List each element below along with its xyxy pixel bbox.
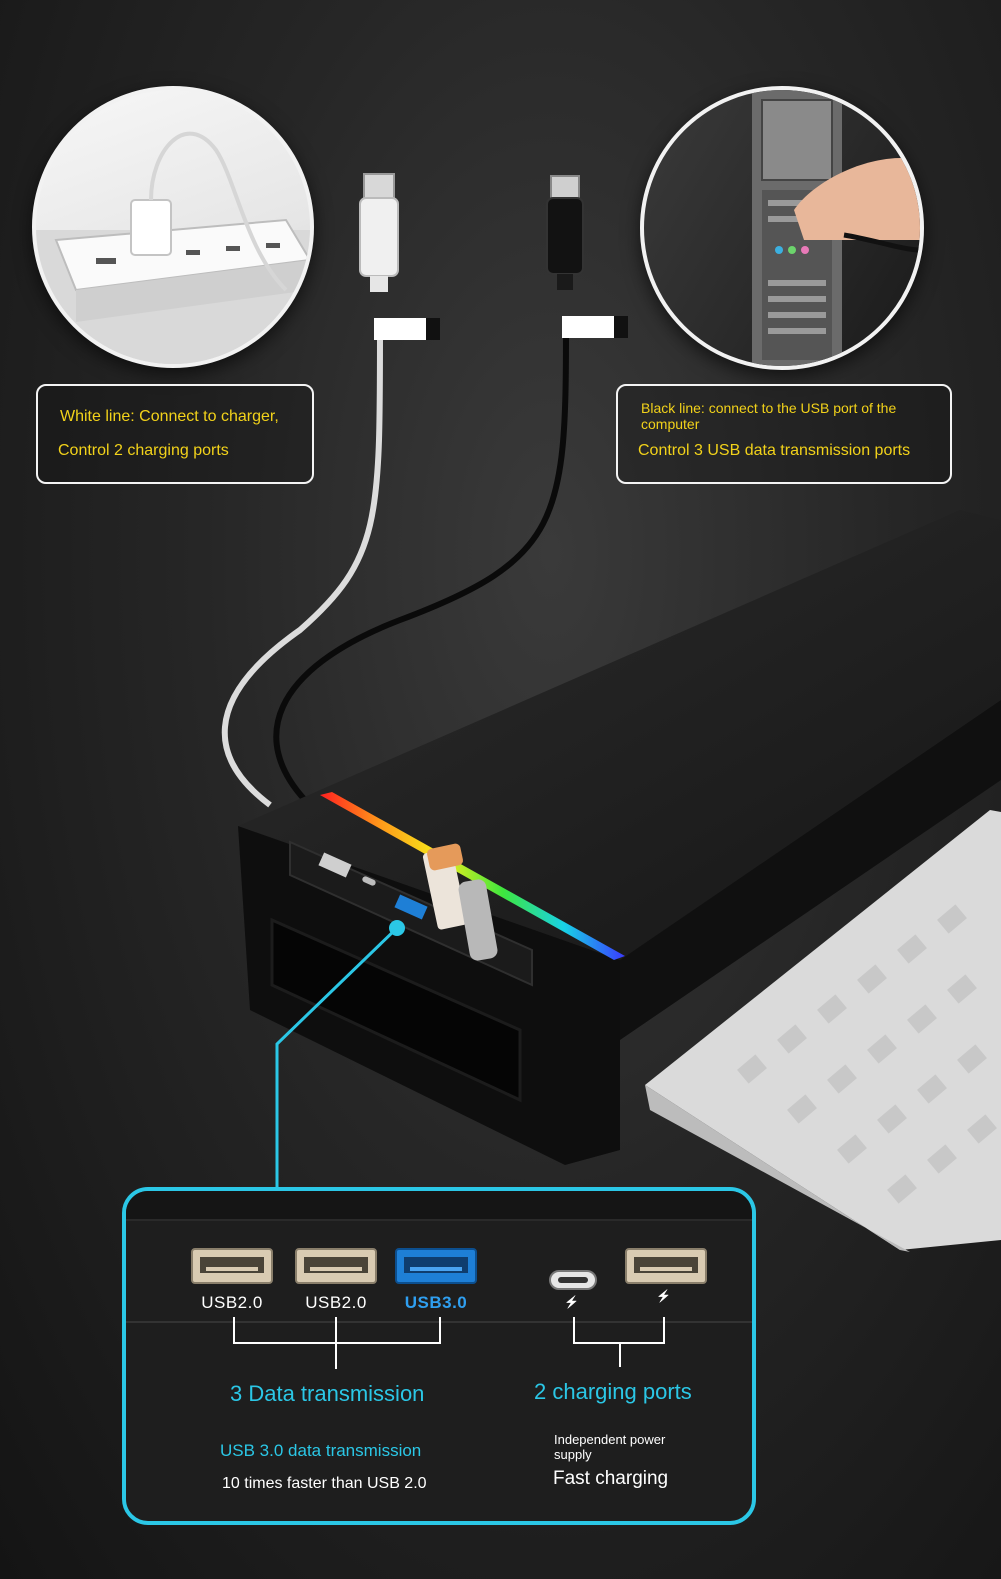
usb2-port-icon-2 <box>295 1248 377 1284</box>
usb-charging-port-icon <box>625 1248 707 1284</box>
data-transmission-heading: 3 Data transmission <box>230 1381 425 1406</box>
pc-photo <box>640 86 924 370</box>
usb2-port-icon-1 <box>191 1248 273 1284</box>
lightning-icon-usbc: ⚡ <box>564 1295 579 1309</box>
speed-note: 10 times faster than USB 2.0 <box>222 1475 427 1492</box>
white-line-callout: White line: Connect to charger, Control … <box>36 384 314 484</box>
lightning-icon-usba: ⚡ <box>656 1289 671 1303</box>
black-line-callout-line2: Control 3 USB data transmission ports <box>638 442 911 459</box>
usb2-label-1: USB2.0 <box>201 1293 263 1312</box>
port-icons <box>191 1248 707 1369</box>
usb2-label-2: USB2.0 <box>305 1293 367 1312</box>
usb3-port-icon <box>395 1248 477 1284</box>
fast-charging-text: Fast charging <box>553 1468 669 1489</box>
white-line-callout-line1: White line: Connect to charger, <box>60 408 279 425</box>
usb3-label: USB3.0 <box>404 1293 468 1312</box>
black-line-callout-line1: Black line: connect to the USB port of t… <box>641 400 897 432</box>
port-detail-panel: USB2.0 USB2.0 USB3.0 ⚡ ⚡ 3 Data transmis… <box>122 1187 756 1525</box>
black-line-callout: Black line: connect to the USB port of t… <box>616 384 952 484</box>
usb3-transmission-text: USB 3.0 data transmission <box>220 1441 422 1460</box>
white-line-callout-line2: Control 2 charging ports <box>58 442 229 459</box>
independent-power-text: Independent power supply <box>554 1432 666 1462</box>
pc-tower-illustration <box>752 90 920 366</box>
panel-top-edge <box>126 1191 752 1221</box>
charging-ports-heading: 2 charging ports <box>534 1379 692 1404</box>
usb-c-port-icon <box>549 1270 597 1290</box>
